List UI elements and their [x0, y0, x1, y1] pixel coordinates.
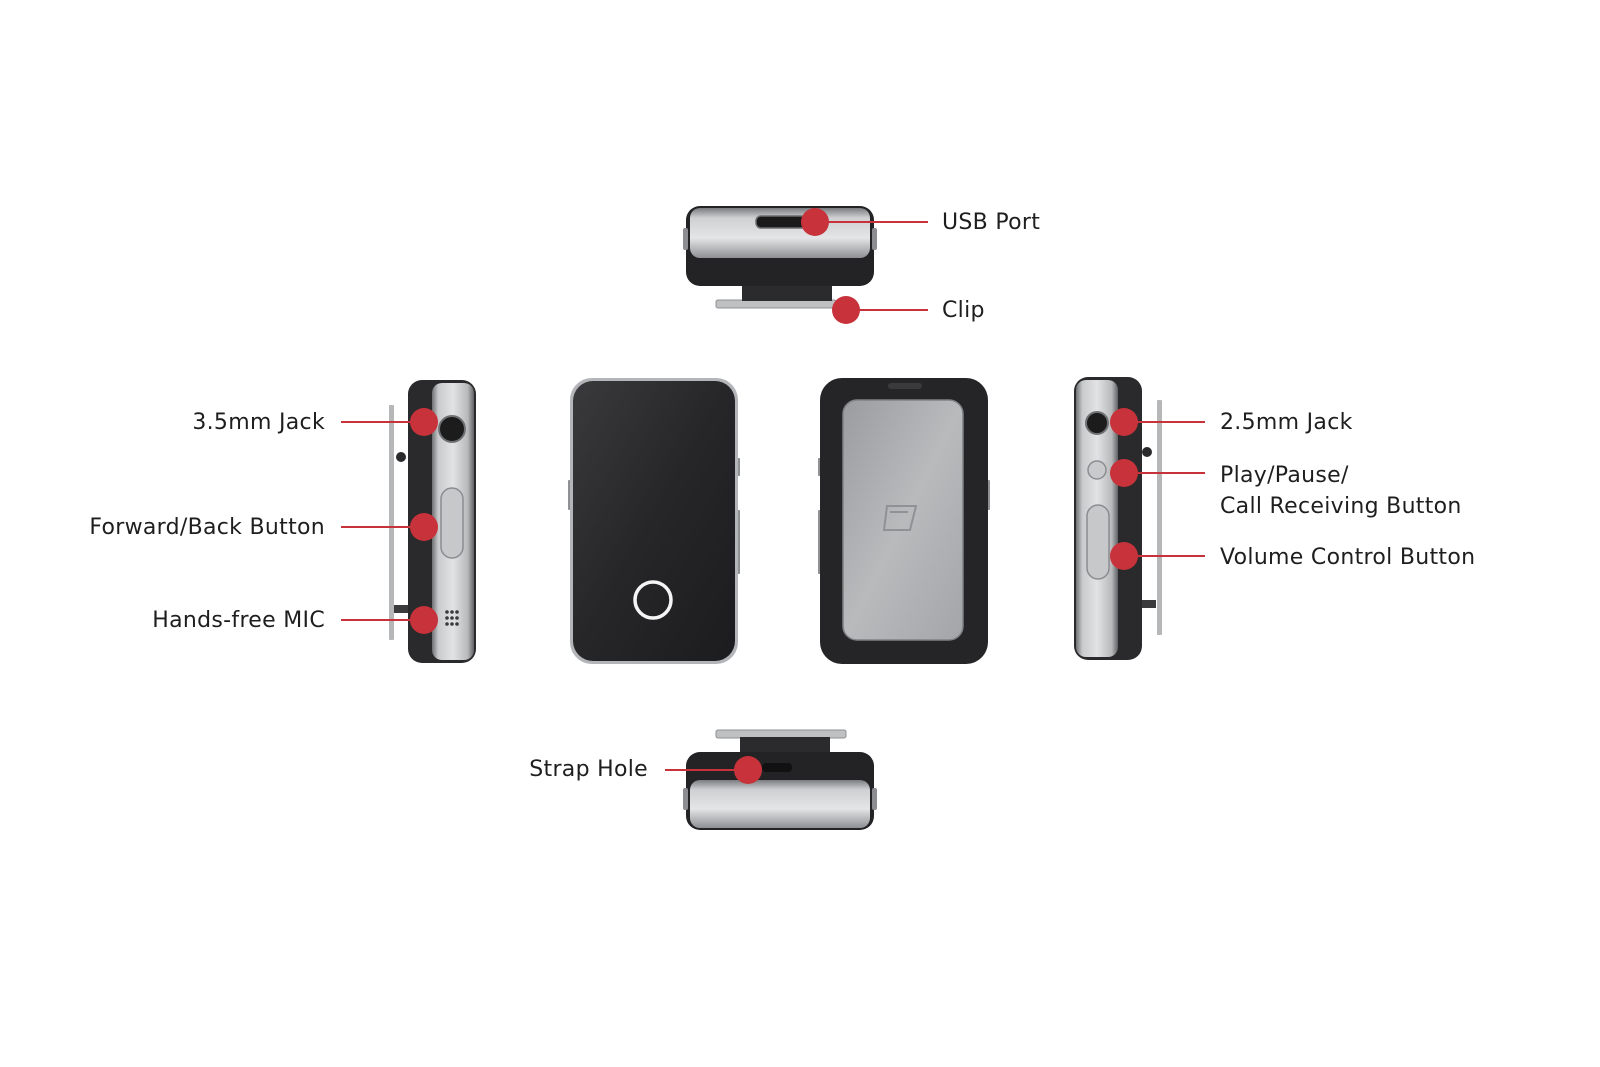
- device-right-side-view: [1074, 377, 1162, 660]
- play-pause-button: [1087, 460, 1107, 480]
- play-pause-label: Play/Pause/ Call Receiving Button: [1220, 460, 1462, 522]
- jack-25-label: 2.5mm Jack: [1220, 410, 1353, 435]
- left-clip-foot: [394, 605, 408, 613]
- usb-port-label: USB Port: [942, 210, 1041, 235]
- back-clip-top-notch: [888, 383, 922, 389]
- forward-back-marker: [410, 513, 438, 541]
- top-side-button-left: [683, 228, 688, 250]
- usb-port-slot: [755, 215, 807, 229]
- back-clip-plate: [842, 399, 964, 641]
- clip-plate: [715, 299, 837, 309]
- volume-marker: [1110, 542, 1138, 570]
- right-clip-pin: [1142, 447, 1152, 457]
- brand-logo-icon: [882, 505, 918, 531]
- bottom-side-button-right: [872, 788, 877, 810]
- handsfree-mic-label: Hands-free MIC: [152, 608, 325, 633]
- device-back-view: [818, 378, 990, 664]
- play-pause-marker: [1110, 459, 1138, 487]
- play-pause-label-line1: Play/Pause/: [1220, 463, 1349, 488]
- usb-port-marker: [801, 208, 829, 236]
- power-ring-icon: [633, 580, 673, 620]
- forward-back-rocker: [440, 487, 464, 559]
- left-clip-bar: [389, 405, 394, 640]
- jack-35-label: 3.5mm Jack: [192, 410, 325, 435]
- handsfree-mic-marker: [410, 606, 438, 634]
- strap-hole-marker: [734, 756, 762, 784]
- bottom-clip-plate: [715, 729, 847, 739]
- mic-holes: [445, 610, 459, 626]
- strap-hole-label: Strap Hole: [529, 757, 648, 782]
- volume-rocker: [1086, 504, 1110, 580]
- front-body: [573, 381, 735, 661]
- right-clip-bar: [1157, 400, 1162, 635]
- device-left-side-view: [389, 380, 476, 663]
- bottom-clip-neck: [740, 737, 830, 753]
- strap-hole-slot: [762, 763, 792, 772]
- device-front-view: [568, 378, 740, 664]
- clip-marker: [832, 296, 860, 324]
- clip-label: Clip: [942, 298, 985, 323]
- jack-35-opening: [438, 415, 466, 443]
- device-bottom-view: [683, 729, 877, 830]
- clip-neck: [742, 285, 832, 301]
- callouts: [341, 208, 1205, 784]
- play-pause-label-line2: Call Receiving Button: [1220, 494, 1462, 519]
- jack-25-opening: [1085, 411, 1109, 435]
- jack-35-marker: [410, 408, 438, 436]
- left-clip-pin: [396, 452, 406, 462]
- forward-back-label: Forward/Back Button: [89, 515, 325, 540]
- volume-label: Volume Control Button: [1220, 545, 1476, 570]
- bottom-side-button-left: [683, 788, 688, 810]
- jack-25-marker: [1110, 408, 1138, 436]
- bottom-silver-band: [690, 780, 870, 828]
- right-clip-foot: [1142, 600, 1156, 608]
- top-side-button-right: [872, 228, 877, 250]
